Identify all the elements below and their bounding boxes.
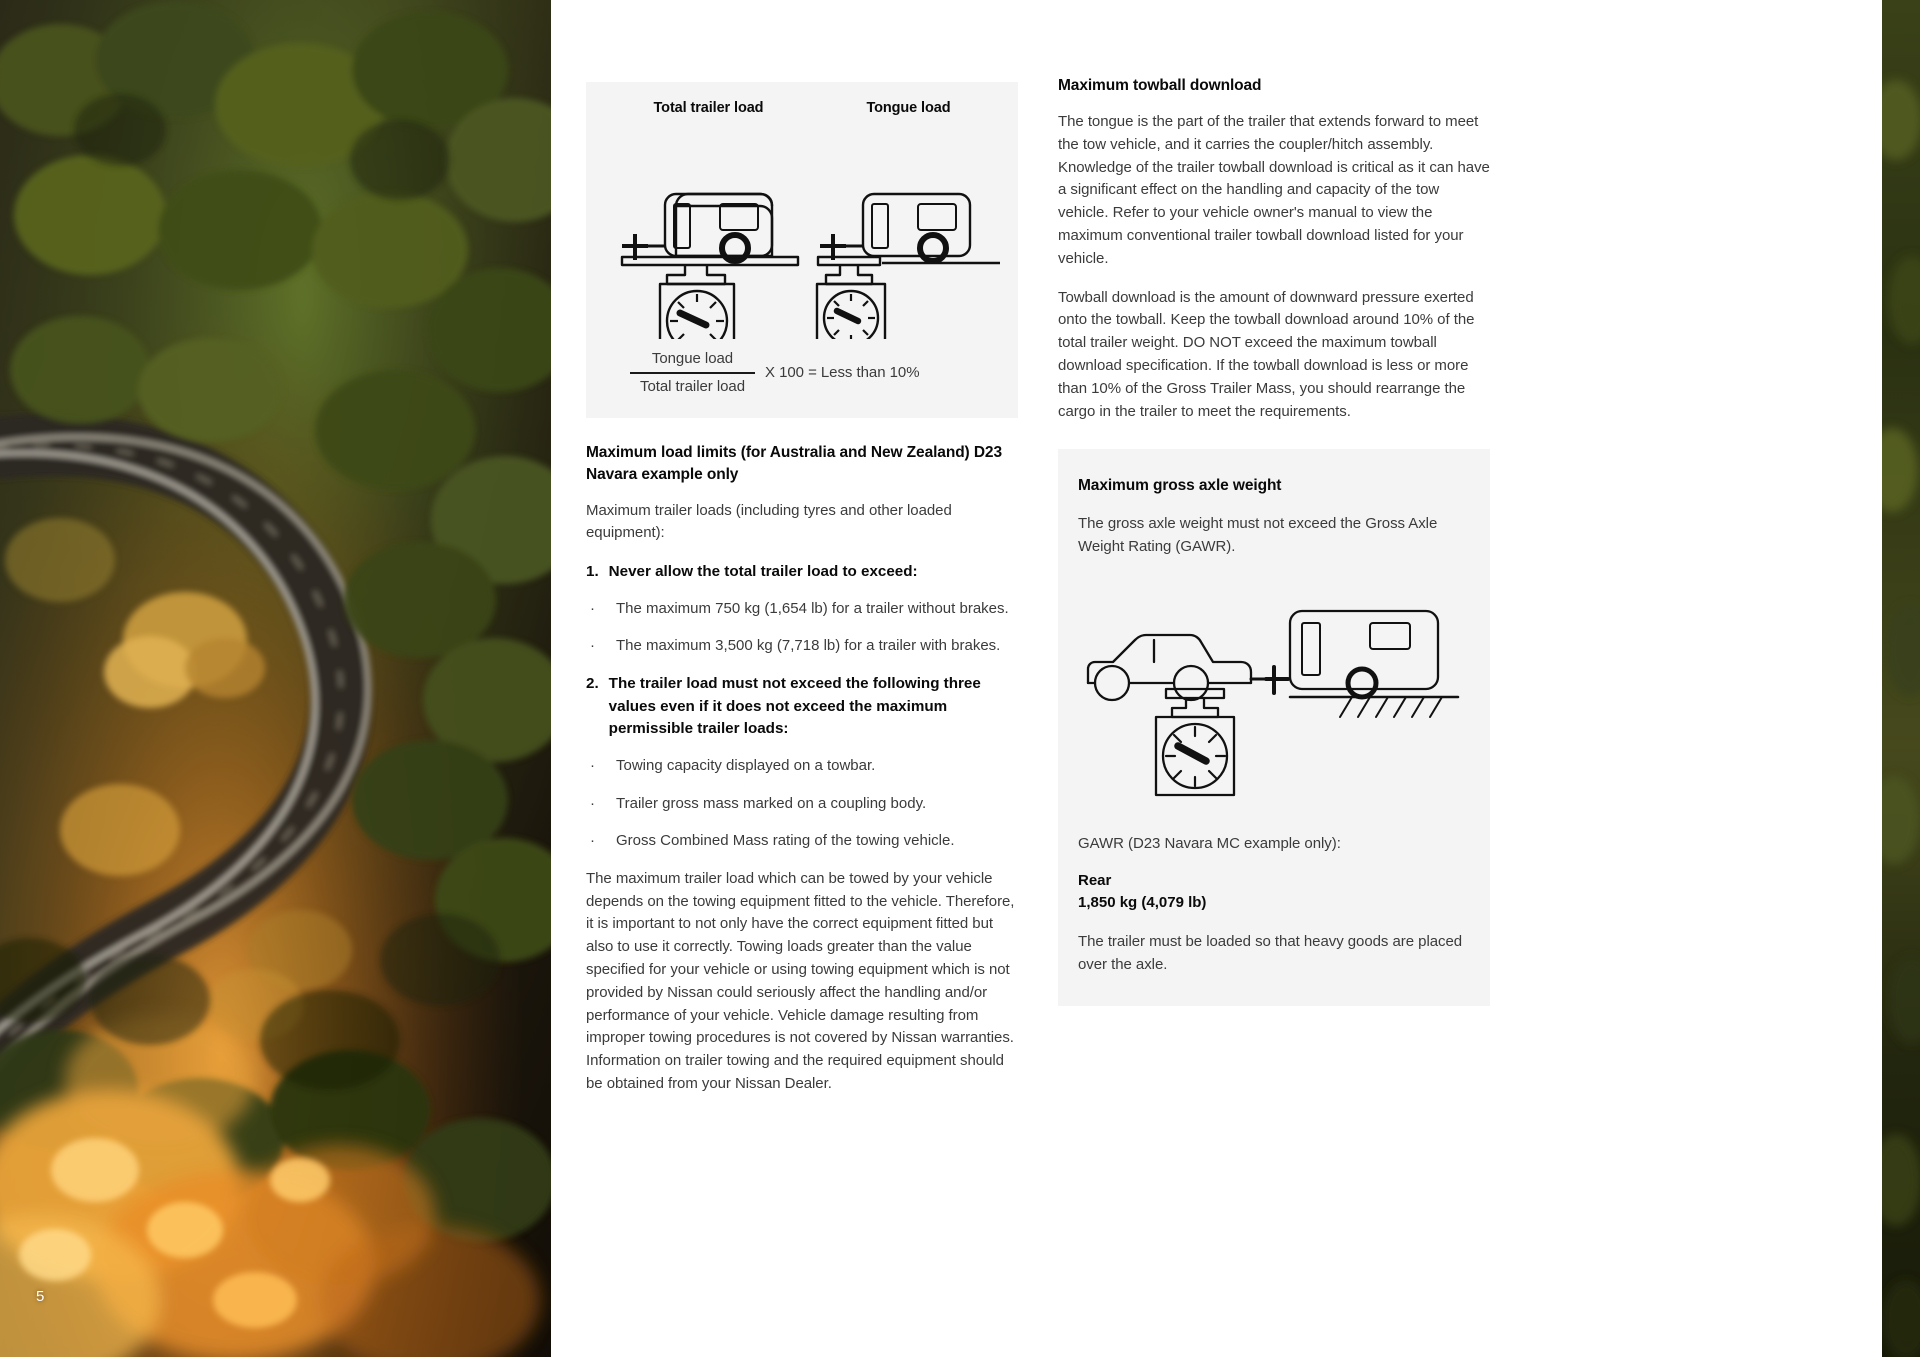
column-left: Total trailer load Tongue load [586, 0, 1018, 1357]
item1-bullet-list: · The maximum 750 kg (1,654 lb) for a tr… [586, 598, 1018, 658]
list-item: 1. Never allow the total trailer load to… [586, 561, 1018, 584]
fraction-bar [630, 371, 755, 374]
figure-diagram [602, 124, 1002, 360]
figure-total-vs-tongue-load: Total trailer load Tongue load [586, 82, 1018, 418]
bullet-text: Trailer gross mass marked on a coupling … [616, 794, 927, 812]
trailer-on-scales-diagram [620, 192, 1000, 360]
gross-axle-weight-card: Maximum gross axle weight The gross axle… [1058, 449, 1490, 1007]
item2-bullet-list: · Towing capacity displayed on a towbar.… [586, 755, 1018, 853]
towball-download-heading: Maximum towball download [1058, 77, 1262, 94]
axle-value: 1,850 kg (4,079 lb) [1078, 894, 1207, 912]
axle-footnote: The trailer must be loaded so that heavy… [1078, 932, 1463, 973]
item-text: The trailer load must not exceed the fol… [608, 674, 981, 738]
bullet-glyph: · [590, 757, 595, 775]
max-load-closing-paragraph: The maximum trailer load which can be to… [586, 869, 1015, 1092]
max-load-limits-intro: Maximum trailer loads (including tyres a… [586, 501, 952, 542]
gawr-label: GAWR (D23 Navara MC example only): [1078, 834, 1341, 852]
axle-name: Rear [1078, 871, 1112, 889]
list-item: · Trailer gross mass marked on a couplin… [586, 793, 1018, 816]
bullet-text: Towing capacity displayed on a towbar. [616, 757, 876, 775]
figure-title-total-trailer-load: Total trailer load [653, 100, 764, 116]
left-photo: 5 [0, 0, 551, 1357]
towball-paragraph-2: Towball download is the amount of downwa… [1058, 288, 1475, 420]
bullet-text: The maximum 750 kg (1,654 lb) for a trai… [616, 599, 1009, 617]
formula-numerator: Tongue load [651, 350, 734, 367]
vehicle-and-trailer-on-scale-diagram [1086, 609, 1460, 797]
aerial-forest-road-illustration [0, 0, 551, 1357]
max-load-limits-heading: Maximum load limits (for Australia and N… [586, 443, 1002, 483]
content-area: Total trailer load Tongue load [551, 0, 1920, 1357]
gross-axle-weight-heading: Maximum gross axle weight [1078, 477, 1282, 495]
page-number: 5 [36, 1288, 45, 1305]
bullet-glyph: · [590, 794, 595, 812]
bullet-glyph: · [590, 832, 595, 850]
gross-axle-weight-body: The gross axle weight must not exceed th… [1078, 515, 1438, 556]
item-number: 2. [586, 674, 599, 692]
item-number: 1. [586, 563, 599, 581]
right-photo-sliver [1882, 0, 1920, 1357]
towball-paragraph-1: The tongue is the part of the trailer th… [1058, 113, 1490, 267]
column-right: Maximum towball download The tongue is t… [1058, 0, 1490, 1357]
bullet-glyph: · [590, 637, 595, 655]
right-edge-forest-art [1882, 0, 1920, 1357]
formula-denominator: Total trailer load [640, 377, 745, 395]
figure-title-tongue-load: Tongue load [866, 100, 951, 116]
numbered-list-item-1: 1. Never allow the total trailer load to… [586, 561, 1018, 584]
list-item: · The maximum 3,500 kg (7,718 lb) for a … [586, 635, 1018, 658]
two-column-layout: Total trailer load Tongue load [586, 0, 1882, 1357]
item-text: Never allow the total trailer load to ex… [608, 563, 918, 581]
tongue-load-formula: Tongue load Total trailer load X 100 = L… [602, 344, 1002, 398]
bullet-text: Gross Combined Mass rating of the towing… [616, 832, 955, 850]
list-item: · Gross Combined Mass rating of the towi… [586, 830, 1018, 853]
figure-titles: Total trailer load Tongue load [602, 100, 1002, 116]
formula-right-hand-side: X 100 = Less than 10% [765, 364, 920, 382]
list-item: · The maximum 750 kg (1,654 lb) for a tr… [586, 598, 1018, 621]
bullet-glyph: · [590, 599, 595, 617]
bullet-text: The maximum 3,500 kg (7,718 lb) for a tr… [616, 637, 1001, 655]
formula-fraction: Tongue load Total trailer load [630, 348, 755, 398]
numbered-list-item-2: 2. The trailer load must not exceed the … [586, 673, 1018, 741]
list-item: 2. The trailer load must not exceed the … [586, 673, 1018, 741]
list-item: · Towing capacity displayed on a towbar. [586, 755, 1018, 778]
vehicle-trailer-axle-diagram-wrap [1078, 583, 1470, 803]
